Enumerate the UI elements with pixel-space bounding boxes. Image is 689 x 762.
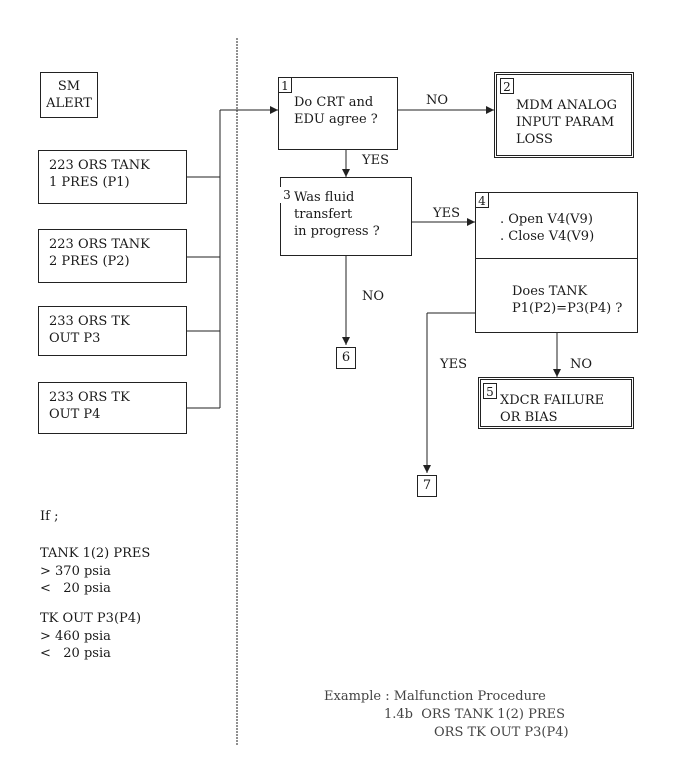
step-1-text: Do CRT and EDU agree ? [294, 95, 378, 127]
input-box-tank2-pres: 223 ORS TANK 2 PRES (P2) [38, 229, 187, 283]
step-4-question: Does TANK P1(P2)=P3(P4) ? [512, 284, 623, 316]
sm-alert-box: SM ALERT [40, 72, 98, 118]
step-1-number: 1 [278, 77, 292, 93]
step-4-actions: . Open V4(V9) . Close V4(V9) [500, 212, 595, 244]
step-2-text: MDM ANALOG INPUT PARAM LOSS [516, 98, 618, 147]
label-no-step1: NO [426, 93, 449, 108]
terminal-7: 7 [417, 475, 437, 497]
conditions-out-low: < 20 psia [40, 646, 111, 661]
step-4-number: 4 [475, 192, 489, 208]
terminal-6: 6 [336, 347, 356, 369]
arrowhead [553, 369, 561, 377]
step-2-box [494, 72, 634, 158]
conditions-tank-low: < 20 psia [40, 581, 111, 596]
arrowhead [467, 218, 475, 226]
arrowhead [342, 169, 350, 177]
step-3-text: Was fluid transfert in progress ? [294, 190, 380, 239]
step-5-number: 5 [483, 383, 497, 399]
step-4-box [475, 192, 638, 333]
arrowhead [423, 465, 431, 473]
input-text: 233 ORS TK OUT P3 [49, 314, 130, 346]
sm-alert-text: SM ALERT [46, 79, 92, 111]
conditions-out-title: TK OUT P3(P4) [40, 611, 142, 626]
conditions-out-high: > 460 psia [40, 629, 111, 644]
example-line-2: 1.4b ORS TANK 1(2) PRES [384, 707, 566, 722]
step-3-number: 3 [280, 187, 294, 203]
arrowhead [342, 337, 350, 345]
step-5-text: XDCR FAILURE OR BIAS [500, 393, 605, 425]
input-box-tank1-pres: 223 ORS TANK 1 PRES (P1) [38, 150, 187, 204]
arrowhead [270, 106, 278, 114]
step-1-box [278, 77, 398, 150]
label-no-step4: NO [570, 357, 593, 372]
input-text: 233 ORS TK OUT P4 [49, 390, 130, 422]
step-5-box [478, 377, 634, 429]
input-text: 223 ORS TANK 2 PRES (P2) [49, 237, 150, 269]
conditions-tank-title: TANK 1(2) PRES [40, 546, 151, 561]
label-yes-step4: YES [440, 357, 467, 372]
input-text: 223 ORS TANK 1 PRES (P1) [49, 158, 150, 190]
label-yes-step1: YES [362, 153, 389, 168]
input-box-out-p3: 233 ORS TK OUT P3 [38, 306, 187, 356]
step-3-box [280, 177, 412, 256]
conditions-tank-high: > 370 psia [40, 564, 111, 579]
step-4-separator [475, 258, 638, 259]
conditions-if: If ; [40, 509, 59, 524]
step-2-number: 2 [500, 78, 514, 94]
label-no-step3: NO [362, 289, 385, 304]
arrowhead [486, 106, 494, 114]
example-line-3: ORS TK OUT P3(P4) [434, 725, 569, 740]
label-yes-step3: YES [433, 206, 460, 221]
example-line-1: Example : Malfunction Procedure [324, 689, 546, 704]
input-box-out-p4: 233 ORS TK OUT P4 [38, 382, 187, 434]
